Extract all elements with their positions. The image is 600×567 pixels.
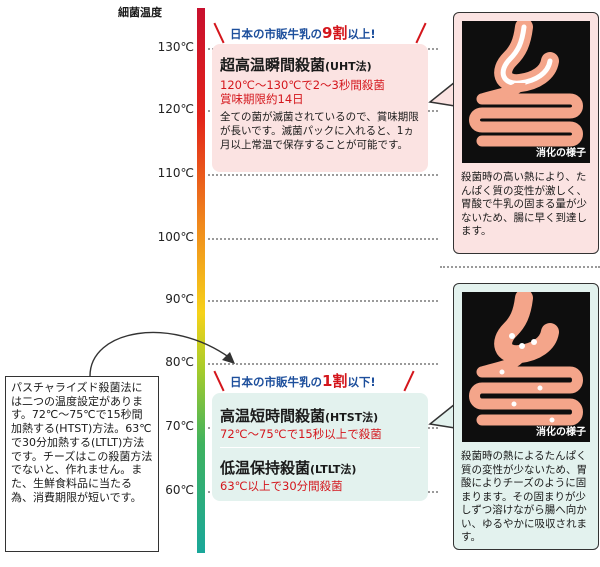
uht-card: 超高温瞬間殺菌(UHT法) 120℃〜130℃で2〜3秒間殺菌 賞味期限約14日… [212,44,428,172]
gridline [208,174,438,176]
tick-110: 110℃ [157,166,194,180]
tick-130: 130℃ [157,40,194,54]
low-share-value: 1割 [322,372,348,390]
digestive-organ-image [469,18,583,147]
digestive-organ-image [469,289,583,426]
divider [220,447,420,448]
pasteurized-note-box: パスチャライズド殺菌法には二つの温度設定があります。72℃〜75℃で15秒間加熱… [5,376,159,552]
low-share-suffix: 以下! [347,375,376,389]
uht-shelf-life: 賞味期限約14日 [220,92,304,106]
gridline [208,363,438,365]
tick-80: 80℃ [165,355,194,369]
gridline [208,238,438,240]
uht-digestion-panel: 消化の様子 殺菌時の高い熱により、たんぱく質の変性が激しく、胃酸で牛乳の固まる量… [453,12,599,254]
uht-share-tag: 日本の市販牛乳の9割以上! [230,22,376,43]
htst-condition: 72℃〜75℃で15秒以上で殺菌 [220,427,382,441]
htst-title: 高温短時間殺菌(HTST法) [220,407,379,425]
uht-description: 全ての菌が滅菌されているので、賞味期限が長いです。滅菌パックに入れると、1ヵ月以… [220,111,419,151]
tag-slash-left [213,22,225,44]
low-digestion-text: 殺菌時の熱によるたんぱく質の変性が少ないため、胃酸によりチーズのように固まります… [461,450,587,543]
low-share-tag: 日本の市販牛乳の1割以下! [230,370,376,391]
low-share-prefix: 日本の市販牛乳の [230,375,322,389]
low-temp-card: 高温短時間殺菌(HTST法) 72℃〜75℃で15秒以上で殺菌 低温保持殺菌(L… [212,393,428,501]
tick-120: 120℃ [157,102,194,116]
tag-slash-right [415,22,427,44]
tick-70: 70℃ [165,419,194,433]
tick-100: 100℃ [157,230,194,244]
tick-60: 60℃ [165,483,194,497]
uht-digestion-text: 殺菌時の高い熱により、たんぱく質の変性が激しく、胃酸で牛乳の固まる量が少ないため… [461,171,587,237]
uht-condition: 120℃〜130℃で2〜3秒間殺菌 [220,78,385,92]
temperature-gradient-bar [197,8,205,553]
ltlt-condition: 63℃以上で30分間殺菌 [220,479,343,493]
low-callout-pointer [428,402,456,429]
pasteurized-note-text: パスチャライズド殺菌法には二つの温度設定があります。72℃〜75℃で15秒間加熱… [11,381,153,504]
uht-callout-pointer [428,80,456,107]
tick-90: 90℃ [165,292,194,306]
low-digestion-label: 消化の様子 [536,427,586,438]
low-digestion-panel: 消化の様子 殺菌時の熱によるたんぱく質の変性が少ないため、胃酸によりチーズのよう… [453,283,599,550]
uht-share-prefix: 日本の市販牛乳の [230,27,322,41]
uht-digestion-illustration: 消化の様子 [462,18,590,163]
uht-digestion-label: 消化の様子 [536,148,586,159]
uht-title: 超高温瞬間殺菌(UHT法) [220,56,372,74]
tag-slash-right [403,370,415,392]
gridline [440,266,600,268]
gridline [208,300,438,302]
low-digestion-illustration: 消化の様子 [462,289,590,442]
axis-title: 細菌温度 [118,6,162,19]
note-arrow [89,331,235,377]
uht-share-suffix: 以上! [347,27,376,41]
uht-share-value: 9割 [322,24,348,42]
ltlt-title: 低温保持殺菌(LTLT法) [220,459,357,477]
